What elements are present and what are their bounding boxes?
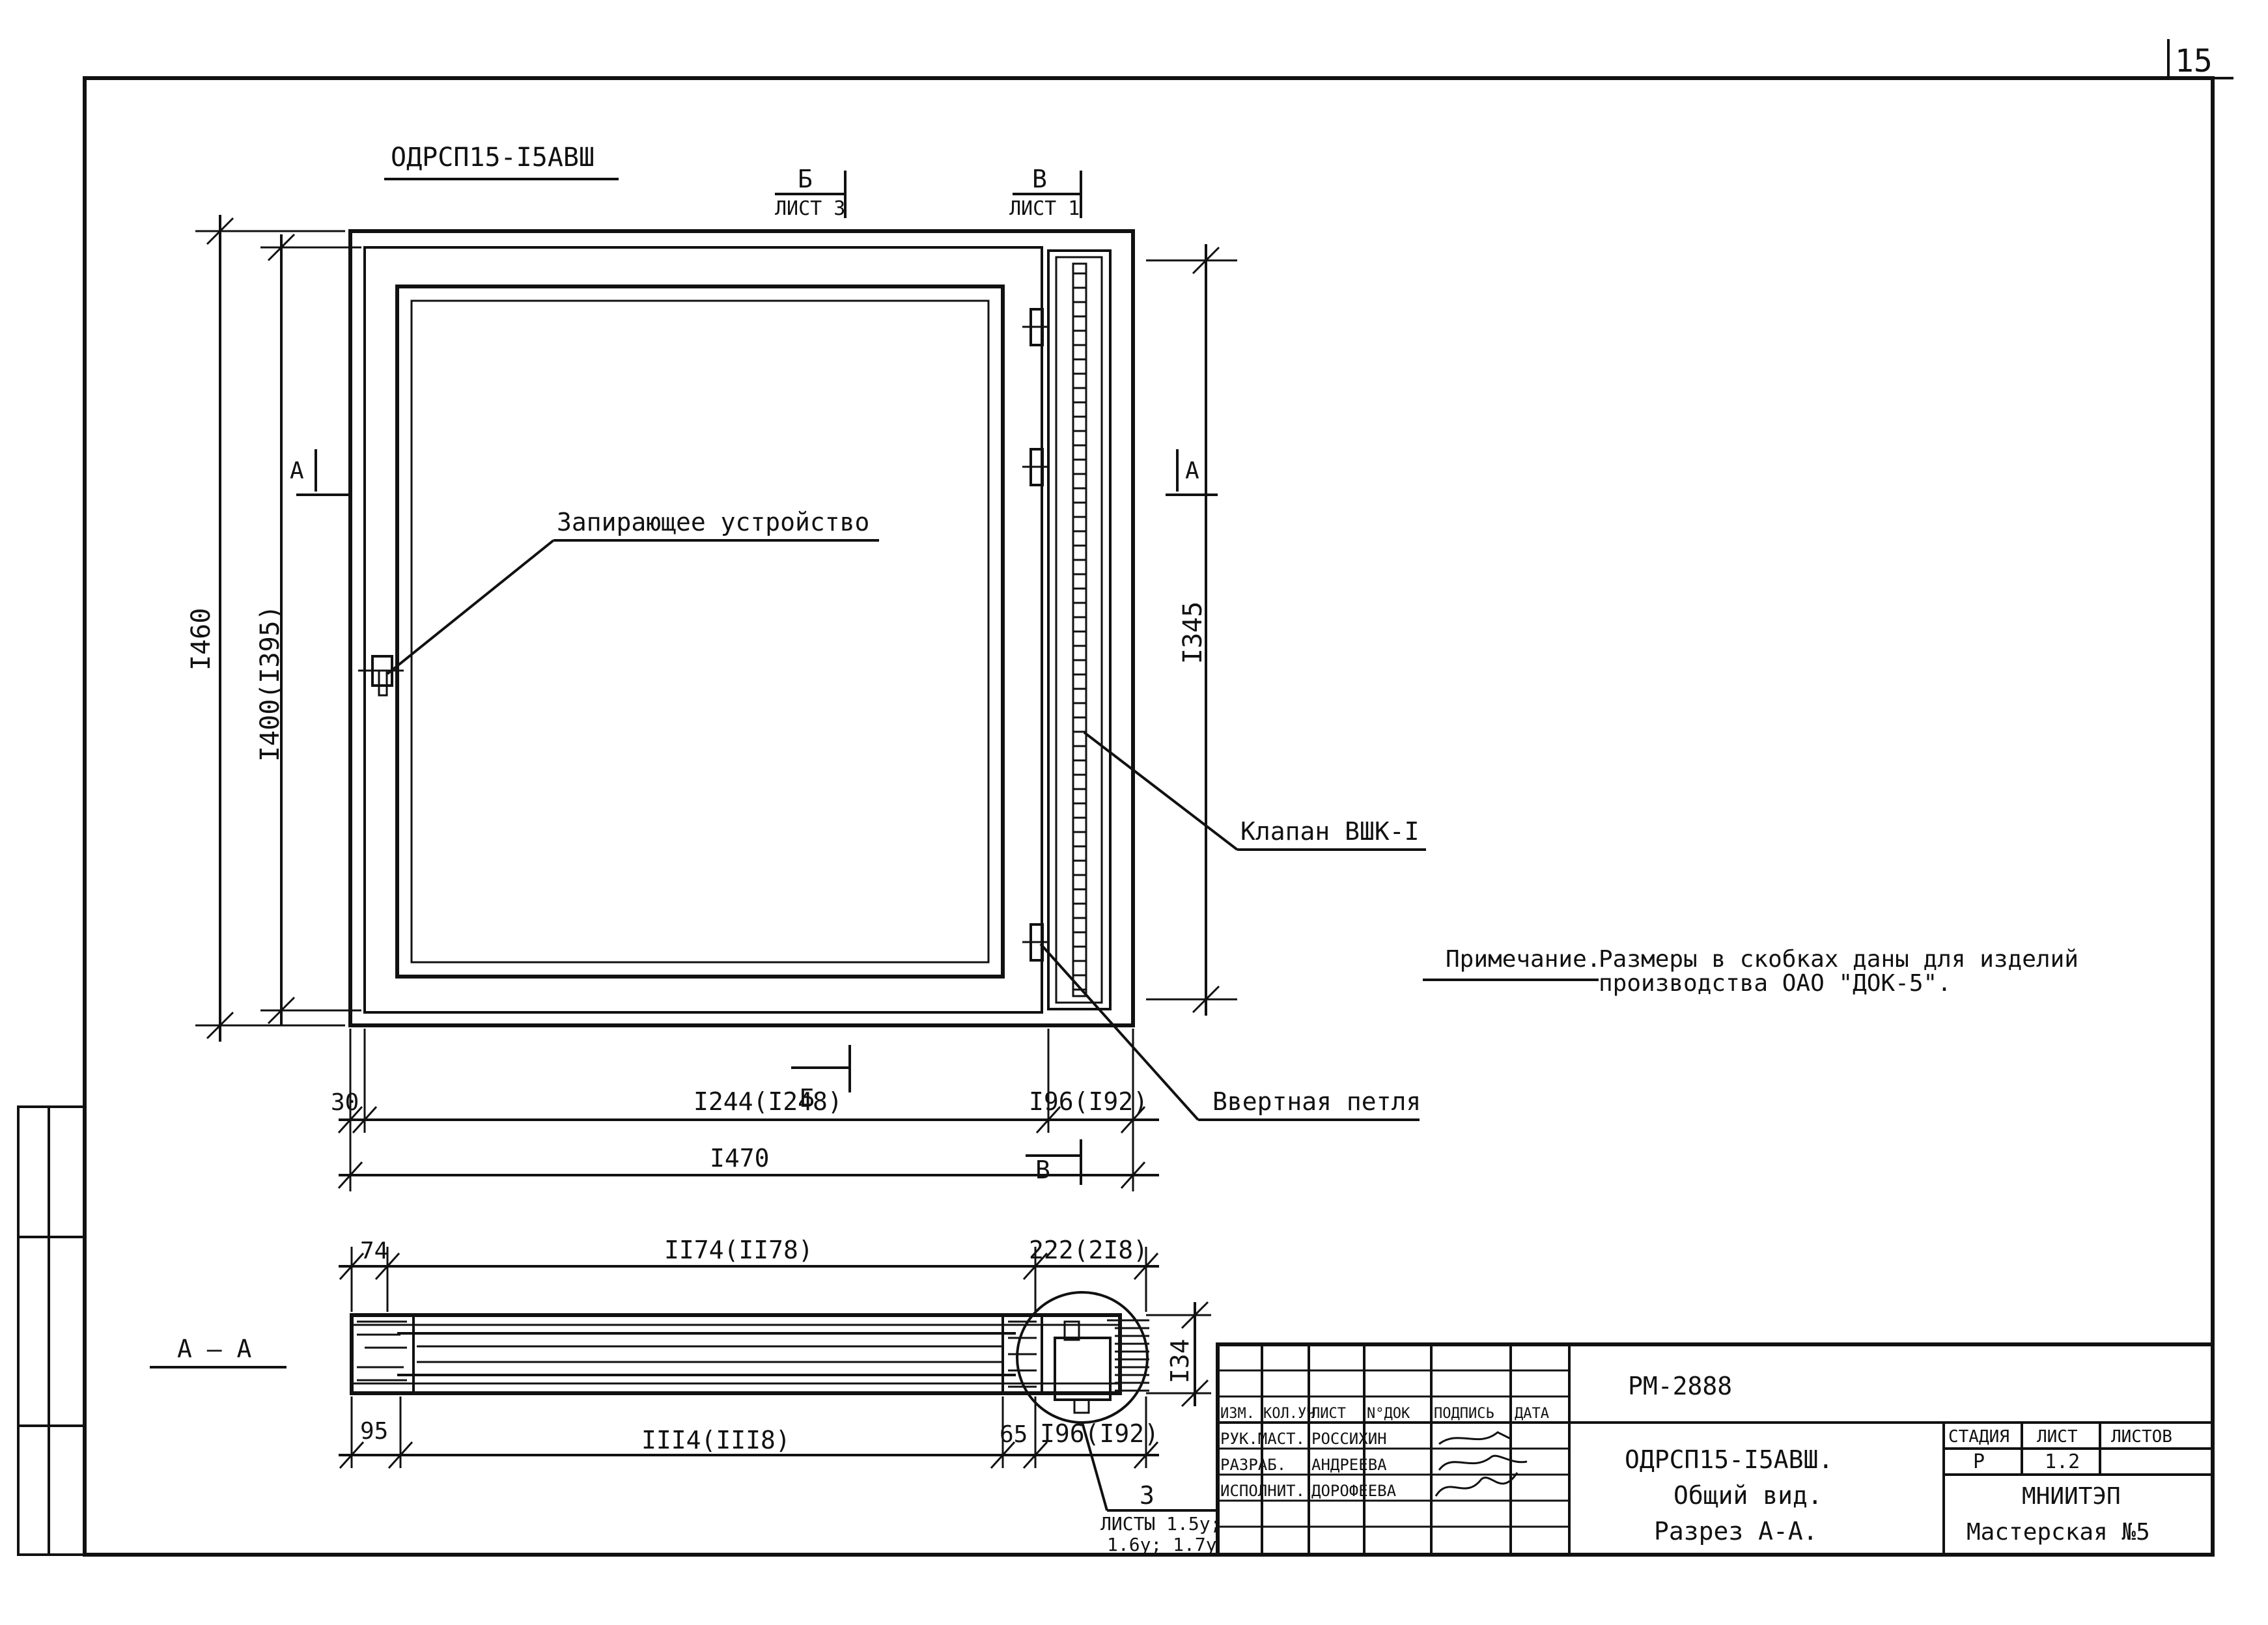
valve-callout-leader (1083, 731, 1426, 851)
section-aa-dim-222: 222(2I8) (1029, 1236, 1148, 1264)
hinge-callout-label: Ввертная петля (1212, 1087, 1421, 1116)
section-b-top-sheet: ЛИСТ 3 (775, 197, 845, 220)
lock-callout-label: Запирающее устройство (557, 508, 869, 536)
dim-left-offset-label: 30 (331, 1089, 359, 1116)
title-block-grid (1216, 1342, 2215, 1557)
section-aa-dim-74: 74 (360, 1238, 388, 1264)
tb-product-line1: ОДРСП15-I5АВШ. (1625, 1445, 1833, 1474)
tb-col-ndok: N°ДОК (1367, 1406, 1410, 1422)
note-line-2: производства ОАО "ДОК-5". (1599, 970, 1952, 997)
section-a-left-mark (296, 449, 348, 496)
note-label: Примечание. (1446, 946, 1601, 973)
valve-grille (1073, 272, 1086, 991)
section-b-top-mark (775, 171, 847, 218)
section-b-top-letter: Б (798, 165, 813, 193)
hinge-middle (1022, 448, 1050, 486)
section-v-top-sheet: ЛИСТ 1 (1009, 197, 1080, 220)
valve-callout-label: Клапан ВШК-I (1240, 817, 1420, 846)
hinge-top (1022, 308, 1050, 346)
section-aa-dim-196: I96(I92) (1040, 1419, 1159, 1448)
tb-stage-header: СТАДИЯ (1948, 1427, 2009, 1447)
section-aa-right-dim (1146, 1301, 1211, 1408)
window-elevation (348, 229, 1135, 1027)
tb-row-1-name: РОССИХИН (1311, 1430, 1387, 1448)
page-number: 15 (2175, 43, 2213, 79)
section-aa-dim-95: 95 (360, 1418, 388, 1445)
tb-col-podpis: ПОДПИСЬ (1434, 1406, 1494, 1422)
section-aa-dim-65: 65 (1000, 1421, 1028, 1448)
section-v-top-mark (1013, 171, 1082, 218)
tb-org-line1: МНИИТЭП (2022, 1483, 2121, 1510)
section-a-right-letter: А (1185, 458, 1199, 484)
tb-product-line2: Общий вид. (1673, 1481, 1823, 1510)
tb-stage-value: Р (1973, 1451, 1985, 1473)
section-b-bottom-letter: Б (800, 1084, 815, 1113)
dim-sash-height (260, 233, 361, 1025)
dim-valve-width-label: I96(I92) (1029, 1087, 1148, 1116)
section-aa-dim-1114: III4(III8) (641, 1426, 791, 1454)
tb-row-3-name: ДОРОФЕЕВА (1311, 1482, 1397, 1500)
section-aa-label: А – А (177, 1335, 252, 1363)
tb-col-kolych: КОЛ.УЧ (1263, 1406, 1315, 1422)
section-v-bottom-letter: В (1035, 1156, 1050, 1184)
section-aa-profile (350, 1291, 1149, 1424)
tb-col-list: ЛИСТ (1311, 1406, 1346, 1422)
sheet-frame (17, 39, 2233, 1557)
dim-sash-height-label: I400(I395) (255, 605, 285, 762)
section-b-bottom-mark (791, 1045, 851, 1092)
tb-col-data: ДАТА (1515, 1406, 1549, 1422)
section-v-bottom-mark (1026, 1139, 1082, 1185)
tb-product-line3: Разрез А-А. (1654, 1517, 1818, 1546)
note-line-1: Размеры в скобках даны для изделий (1599, 946, 2079, 973)
detail-sheets-line1: ЛИСТЫ 1.5у; (1100, 1513, 1221, 1535)
tb-row-2-name: АНДРЕЕВА (1311, 1456, 1387, 1474)
detail-sheets-line2: 1.6у; 1.7у (1107, 1534, 1217, 1555)
detail-leader (1081, 1422, 1218, 1512)
tb-row-3-role: ИСПОЛНИТ. (1220, 1482, 1305, 1500)
dim-overall-height (195, 215, 345, 1042)
tb-org-line2: Мастерская №5 (1967, 1519, 2150, 1546)
detail-ref-number: 3 (1140, 1481, 1155, 1510)
hinge-bottom (1022, 923, 1050, 962)
dim-overall-width-label: I470 (710, 1144, 770, 1173)
drawing-title: ОДРСП15-I5АВШ (391, 143, 595, 173)
tb-row-1-role: РУК.МАСТ. (1220, 1430, 1305, 1448)
tb-col-izm: ИЗМ. (1220, 1406, 1255, 1422)
section-aa-dim-134: I34 (1166, 1339, 1194, 1383)
lock-callout-leader (386, 539, 879, 675)
section-a-left-letter: А (290, 458, 304, 484)
dim-width-chain (337, 1029, 1159, 1191)
tb-sheet-value: 1.2 (2045, 1451, 2080, 1473)
dim-valve-height-label: I345 (1178, 602, 1208, 664)
dim-overall-height-label: I460 (186, 608, 216, 671)
section-aa-dim-1174: II74(II78) (664, 1236, 813, 1264)
dim-sash-width-label: I244(I248) (693, 1087, 843, 1116)
tb-row-2-role: РАЗРАБ. (1220, 1456, 1286, 1474)
tb-doc-code: РМ-2888 (1628, 1372, 1732, 1400)
hinge-callout-leader (1039, 943, 1420, 1121)
tb-signatures (1435, 1431, 1528, 1497)
section-a-right-mark (1166, 449, 1218, 496)
section-aa-top-dims (339, 1247, 1159, 1312)
section-v-top-letter: В (1032, 165, 1047, 193)
section-aa-bottom-dims (339, 1396, 1159, 1469)
tb-sheet-header: ЛИСТ (2037, 1427, 2078, 1447)
dim-valve-height (1146, 244, 1237, 1016)
tb-sheets-header: ЛИСТОВ (2111, 1427, 2172, 1447)
